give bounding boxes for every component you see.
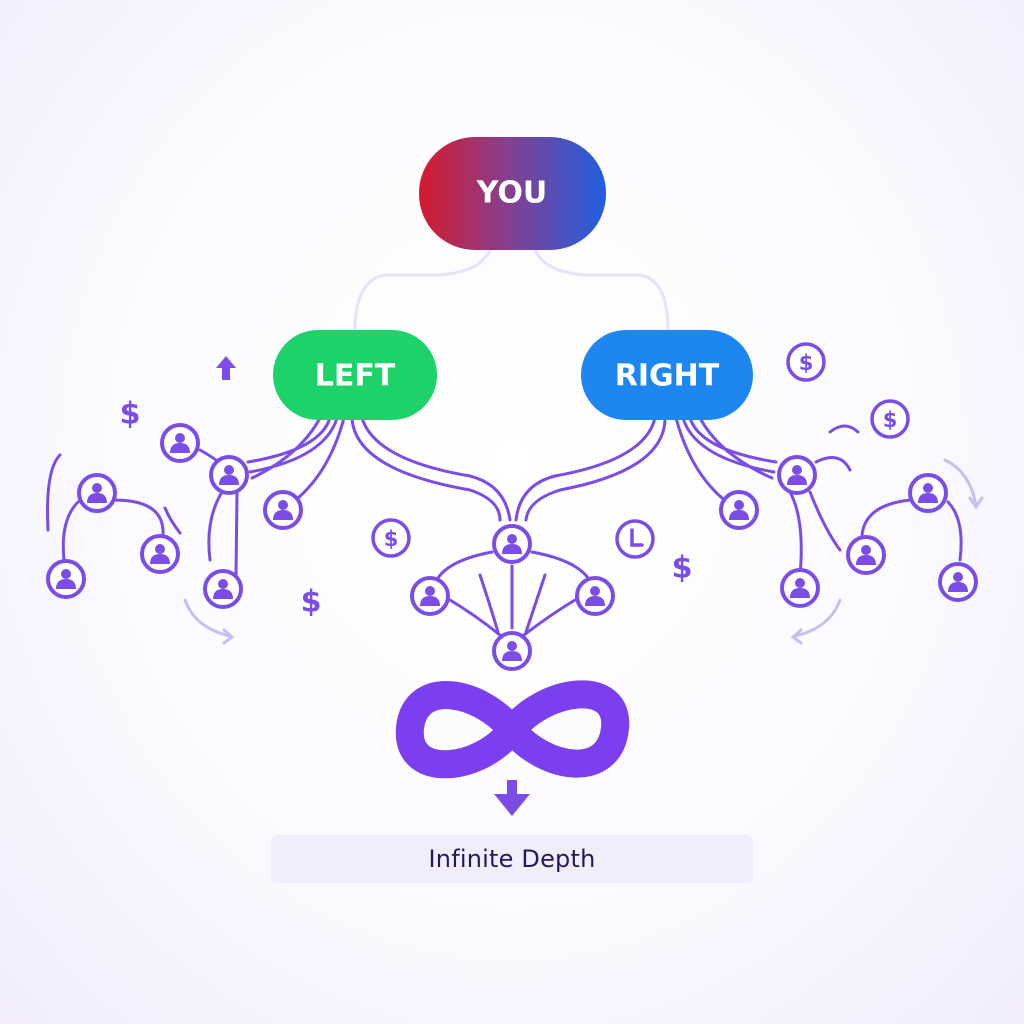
flow-arrows (183, 458, 984, 645)
person-circle-icon (140, 534, 180, 574)
dollar-icon: $ (672, 551, 693, 586)
left-label: LEFT (315, 359, 396, 394)
person-circle-icon (203, 569, 243, 609)
infinity-icon (395, 680, 630, 779)
left-connectors (46, 416, 512, 577)
dollar-icon (371, 518, 411, 558)
center-connectors (436, 550, 590, 637)
person-circle-icon (777, 455, 817, 495)
person-circle-icon (492, 524, 532, 564)
right-label: RIGHT (615, 359, 720, 394)
dollar-icon (786, 342, 826, 382)
person-circle-icon (263, 490, 303, 530)
person-circle-icon (846, 535, 886, 575)
right-node: RIGHT (581, 330, 753, 420)
decoration-icons: $ $ $ (120, 342, 910, 620)
dollar-icon (870, 399, 910, 439)
person-circle-icon (160, 423, 200, 463)
arrow-down-icon (494, 780, 530, 816)
caption-box: Infinite Depth (271, 835, 753, 883)
caption-label: Infinite Depth (428, 845, 596, 873)
root-label: YOU (476, 176, 548, 211)
right-connectors (514, 416, 963, 577)
person-circle-icon (575, 576, 615, 616)
clock-icon (615, 519, 655, 559)
root-connectors (353, 249, 670, 331)
person-circle-icon (492, 631, 532, 671)
person-circle-icon (77, 473, 117, 513)
person-circle-icon (938, 562, 978, 602)
person-circle-icon (908, 473, 948, 513)
left-node: LEFT (273, 330, 437, 420)
person-circle-icon (780, 568, 820, 608)
root-node: YOU (419, 137, 606, 250)
person-circle-icon (46, 559, 86, 599)
arrow-up-icon (216, 356, 236, 380)
dollar-icon: $ (120, 397, 141, 432)
person-circle-icon (209, 455, 249, 495)
person-circle-icon (410, 576, 450, 616)
dollar-icon: $ (301, 585, 322, 620)
person-circle-icon (719, 490, 759, 530)
